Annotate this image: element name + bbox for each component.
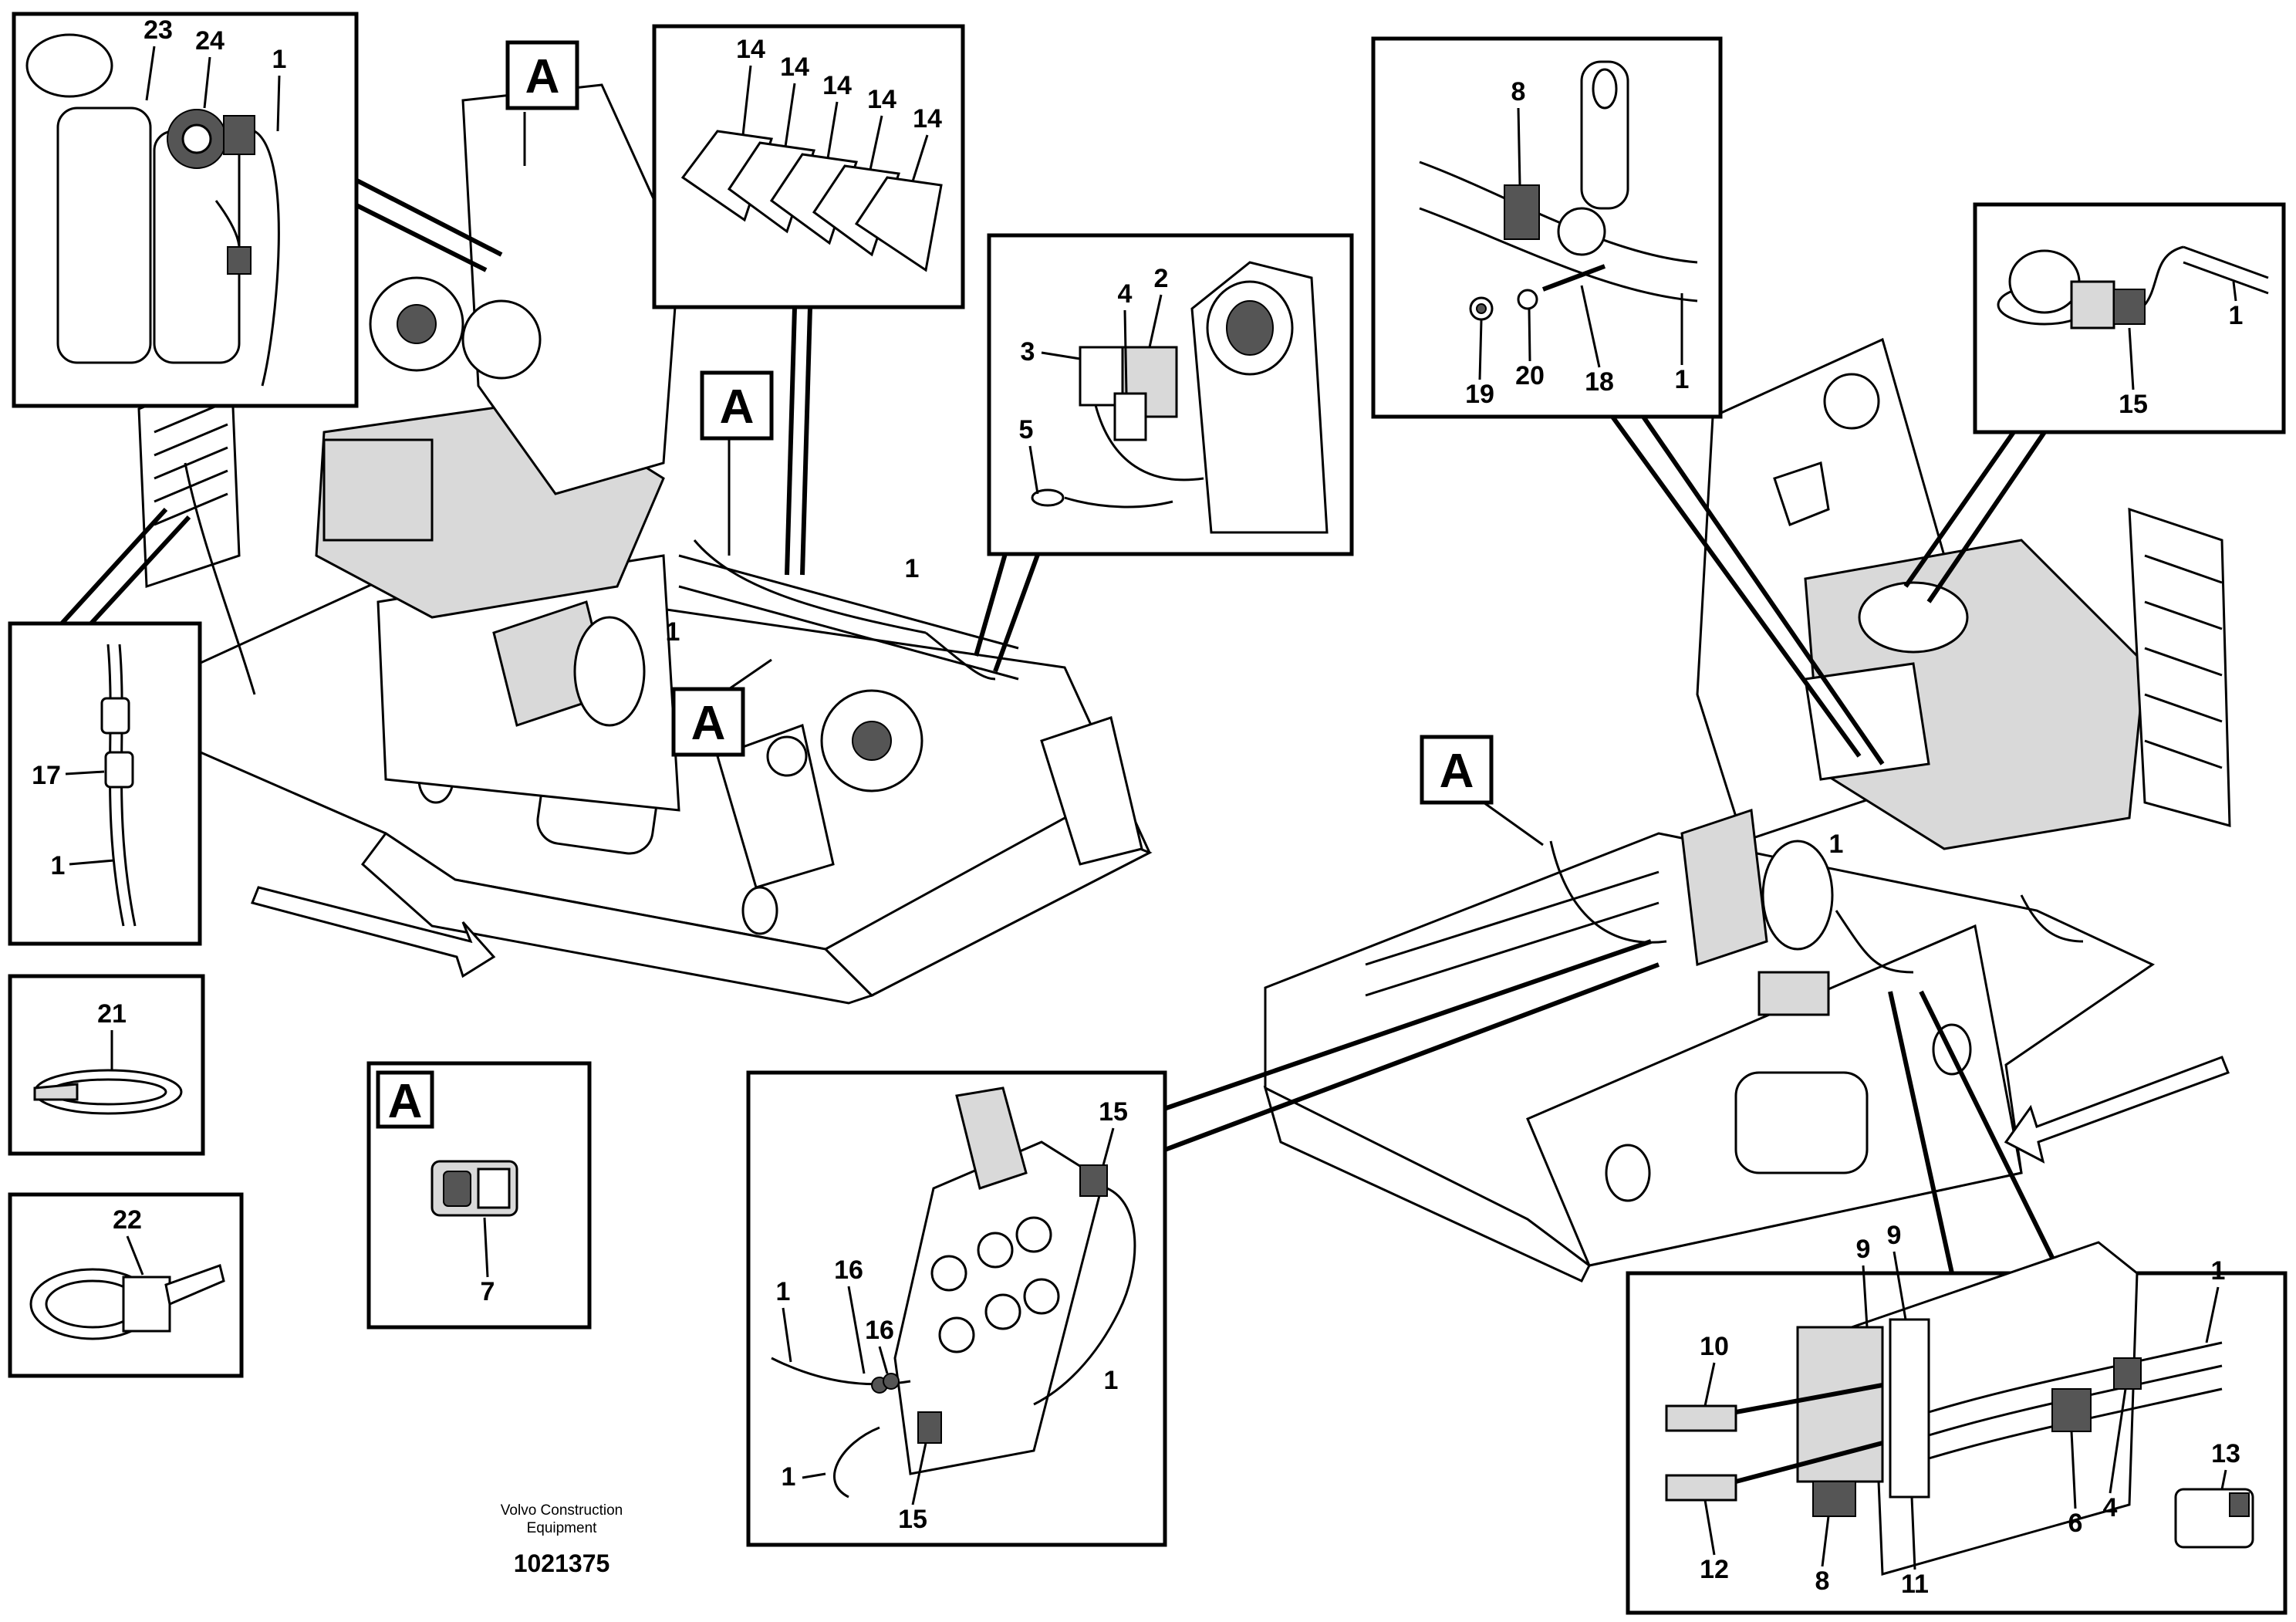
callout-9-a: 9 [1856,1235,1871,1264]
callout-5: 5 [1019,415,1034,444]
detail-ground-point: 8 19 20 18 1 [1371,36,1723,419]
left-machine-frame [137,83,1153,1005]
detail-cable-tie-21: 21 [8,974,205,1156]
detail-connector-a: A 7 [366,1061,592,1330]
callout-left-mid: 1 [666,617,680,647]
callout-1-valve-b: 1 [1104,1366,1119,1395]
callout-1-valve-a: 1 [776,1277,791,1306]
callout-1-valve-c: 1 [782,1462,796,1492]
callout-16-a: 16 [834,1255,863,1285]
callout-4-fuse: 4 [2103,1493,2118,1522]
callout-8-ground: 8 [1511,77,1526,106]
leader-lines [59,112,2062,1275]
callout-18: 18 [1585,367,1614,397]
callout-1-harness: 1 [51,851,66,880]
callout-4: 4 [1118,279,1133,309]
callout-11: 11 [1901,1570,1929,1599]
right-machine-frame [1263,337,2231,1282]
callout-right-main: 1 [1829,830,1844,859]
svg-text:A: A [1440,745,1474,798]
detail-harness-17: 17 1 [8,621,202,946]
drawing-number: 1021375 [514,1549,610,1577]
callout-14-e: 14 [913,104,942,133]
callout-16-b: 16 [865,1316,894,1345]
company-name-line2: Equipment [527,1520,598,1536]
svg-text:A: A [720,380,755,434]
callout-19: 19 [1465,380,1494,409]
callout-15-valve-top: 15 [1099,1097,1128,1127]
callout-10: 10 [1700,1332,1729,1361]
callout-9-b: 9 [1887,1221,1902,1250]
callout-23: 23 [144,15,173,45]
callout-7: 7 [481,1277,495,1306]
callout-22: 22 [113,1205,142,1235]
reference-marker-a-2: A [700,370,774,441]
company-name-line1: Volvo Construction [501,1502,623,1519]
callout-1-fuse: 1 [2211,1256,2226,1286]
callout-15-sensor: 15 [2119,390,2148,419]
callout-14-a: 14 [736,35,765,64]
callout-15-valve-bottom: 15 [898,1505,927,1534]
reference-marker-a-1: A [505,40,579,110]
callout-2: 2 [1154,264,1169,293]
callout-12: 12 [1700,1555,1729,1584]
callout-24: 24 [195,26,225,56]
callout-17: 17 [32,761,61,790]
detail-relays: 14 14 14 14 14 [652,24,965,309]
callout-14-d: 14 [867,85,896,114]
detail-fuel-filter: 23 24 1 [12,12,359,408]
callout-13: 13 [2211,1439,2240,1468]
svg-text:A: A [525,50,560,103]
callout-1-sensor: 1 [2229,301,2244,330]
detail-cable-tie-22: 22 [8,1192,244,1378]
callout-21: 21 [97,999,127,1029]
reference-marker-a-3: A [671,687,745,757]
detail-valve: 15 16 16 1 1 1 15 [746,1070,1167,1547]
callout-1-ground: 1 [1675,365,1690,394]
reference-marker-a-4: A [1420,735,1494,805]
svg-text:A: A [691,697,726,750]
callout-20: 20 [1515,361,1545,390]
callout-6: 6 [2068,1509,2083,1538]
callout-3: 3 [1021,337,1035,367]
footer: Volvo Construction Equipment 1021375 [501,1502,623,1577]
callout-14-b: 14 [780,52,809,82]
callout-left-main: 1 [905,554,920,583]
callout-14-c: 14 [822,71,852,100]
detail-junction: 2 4 3 5 [987,233,1354,556]
callout-1-fuel: 1 [272,45,287,74]
detail-sensor: 15 1 [1973,202,2286,434]
detail-a-label: A [388,1075,423,1128]
callout-8-fuse: 8 [1815,1566,1830,1596]
detail-fuse-box: 9 9 10 12 8 11 6 4 1 13 [1626,1221,2288,1615]
